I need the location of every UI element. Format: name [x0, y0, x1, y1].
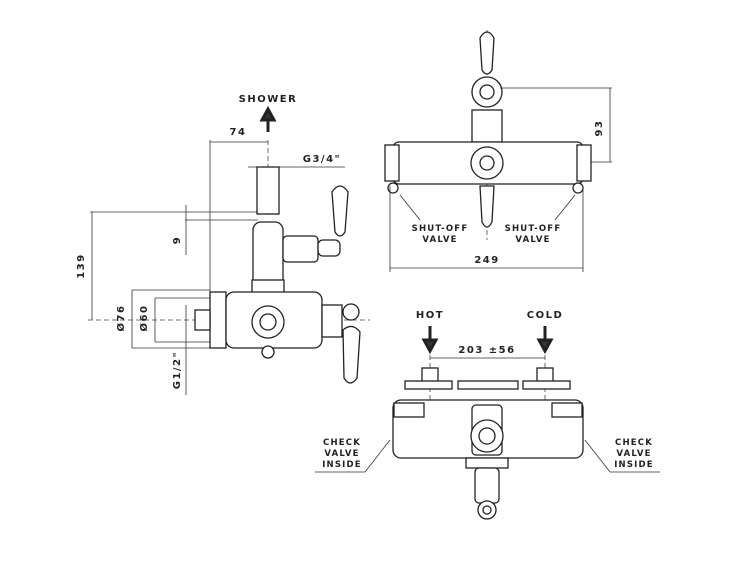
right-end: [576, 144, 592, 182]
leader-line: [584, 439, 660, 473]
cover: [457, 380, 519, 390]
inlet-stub: [194, 309, 211, 331]
flange: [209, 291, 227, 349]
hot-label: HOT: [416, 310, 444, 321]
shower-arrow-icon: [259, 105, 277, 132]
plug: [261, 345, 275, 359]
right-nut: [551, 402, 583, 418]
dim-93: 93: [594, 120, 605, 137]
diverter-nut-inner: [479, 84, 495, 100]
front-handle: [479, 185, 495, 228]
cartridge: [321, 304, 343, 338]
handle-end-inner: [482, 505, 492, 515]
left-check-label-2: VALVE: [324, 449, 359, 459]
stem: [474, 467, 500, 504]
left-check-label-1: CHECK: [323, 438, 361, 448]
left-shutoff-label-2: VALVE: [422, 235, 457, 245]
top-handle: [479, 31, 495, 75]
stem: [471, 109, 503, 143]
cold-arrow-icon: [536, 326, 554, 355]
side-view: SHOWER 74 G3/4" 9 139 Ø76 Ø60 G1/2": [76, 94, 370, 395]
left-nut: [393, 402, 425, 418]
front-view: HOT COLD 203 ±56 CHECK VALVE INSIDE CHEC…: [315, 310, 660, 520]
right-check-label-3: INSIDE: [614, 460, 654, 470]
shower-label: SHOWER: [239, 94, 298, 105]
outlet-port-inner: [259, 313, 277, 331]
leader-line: [399, 194, 421, 221]
collar: [465, 457, 509, 469]
right-check-label-2: VALVE: [616, 449, 651, 459]
left-shutoff-knob: [387, 182, 399, 194]
top-view: 93 SHUT-OFF VALVE SHUT-OFF VALVE 249: [384, 30, 612, 272]
cold-label: COLD: [527, 310, 564, 321]
hot-arrow-icon: [421, 326, 439, 355]
left-end: [384, 144, 400, 182]
handle-hub: [317, 239, 341, 257]
dim-74: 74: [230, 127, 247, 138]
dim-9: 9: [172, 236, 183, 244]
center-port-inner: [478, 427, 496, 445]
right-shutoff-knob: [572, 182, 584, 194]
stem: [282, 235, 319, 263]
dim-g12: G1/2": [172, 351, 183, 390]
leader-line: [315, 439, 391, 473]
center-nut-inner: [479, 155, 495, 171]
cold-bracket: [522, 380, 571, 390]
right-check-label-1: CHECK: [615, 438, 653, 448]
outlet-pipe: [256, 166, 280, 215]
leader-line: [554, 194, 576, 221]
dim-203: 203 ±56: [458, 345, 515, 356]
dim-249: 249: [474, 255, 499, 266]
right-shutoff-label-1: SHUT-OFF: [505, 224, 562, 234]
dim-139: 139: [76, 253, 87, 278]
dim-d60: Ø60: [138, 305, 150, 332]
dim-g34: G3/4": [303, 154, 342, 165]
handle-hub: [342, 303, 360, 321]
hot-bracket: [404, 380, 453, 390]
left-shutoff-label-1: SHUT-OFF: [412, 224, 469, 234]
left-check-label-3: INSIDE: [322, 460, 362, 470]
mixer-handle: [342, 325, 361, 384]
dim-d76: Ø76: [115, 305, 127, 332]
diverter-handle: [331, 185, 349, 237]
right-shutoff-label-2: VALVE: [515, 235, 550, 245]
